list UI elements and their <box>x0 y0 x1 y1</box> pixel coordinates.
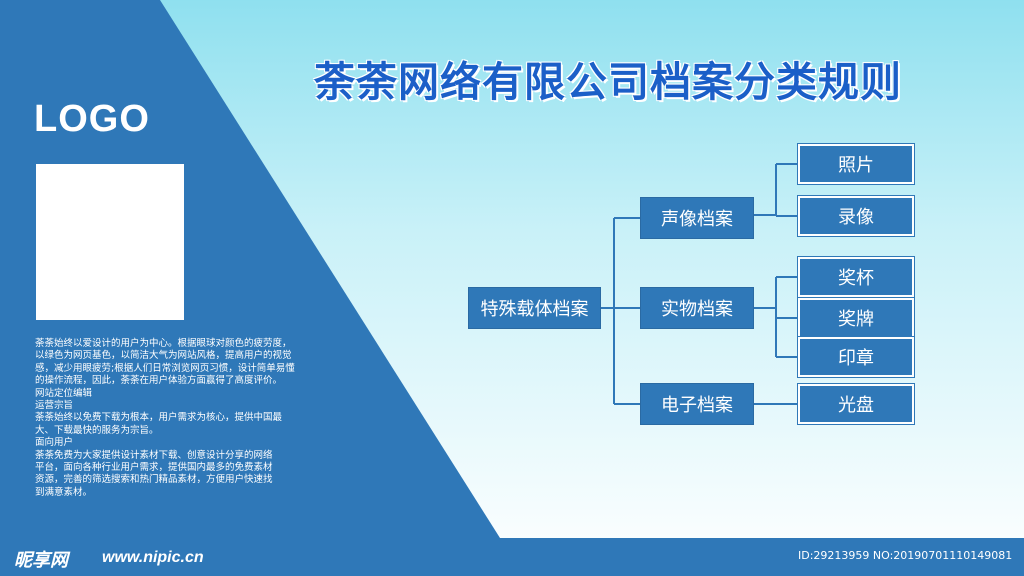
desc-line: 资源，完善的筛选搜索和热门精品素材，方便用户快速找 <box>35 474 273 486</box>
leaf-node-medal: 奖牌 <box>797 297 915 339</box>
leaf-node-seal: 印章 <box>797 336 915 378</box>
desc-line: 面向用户 <box>35 437 74 449</box>
watermark-site-name: 昵享网 <box>14 550 68 571</box>
desc-line: 网站定位编辑 <box>35 387 93 399</box>
branch-node-audiovisual: 声像档案 <box>640 197 754 239</box>
desc-line: 荼荼始终以免费下载为根本，用户需求为核心，提供中国最 <box>35 412 283 424</box>
desc-line: 运营宗旨 <box>35 400 74 412</box>
page-title: 荼荼网络有限公司档案分类规则 <box>314 58 902 106</box>
desc-line: 感，减少用眼疲劳;根据人们日常浏览网页习惯，设计简单易懂 <box>35 362 295 374</box>
branch-node-electronic: 电子档案 <box>640 383 754 425</box>
watermark-url: www.nipic.cn <box>102 549 204 566</box>
logo-text: LOGO <box>34 98 150 140</box>
photo-placeholder <box>36 164 184 320</box>
desc-line: 到满意素材。 <box>35 486 93 498</box>
desc-line: 荼荼始终以爱设计的用户为中心。根据眼球对颜色的疲劳度， <box>35 338 292 349</box>
branch-node-physical: 实物档案 <box>640 287 754 329</box>
desc-line: 大、下载最快的服务为宗旨。 <box>35 424 159 436</box>
watermark-id: ID:29213959 NO:20190701110149081 <box>798 549 1013 562</box>
leaf-node-disc: 光盘 <box>797 383 915 425</box>
company-description: 荼荼始终以爱设计的用户为中心。根据眼球对颜色的疲劳度， 以绿色为网页基色，以简洁… <box>35 338 335 499</box>
leaf-node-photo: 照片 <box>797 143 915 185</box>
desc-line: 平台，面向各种行业用户需求，提供国内最多的免费素材 <box>35 462 273 474</box>
desc-line: 以绿色为网页基色，以简洁大气为网站风格，提高用户的视觉 <box>35 350 292 362</box>
leaf-node-video: 录像 <box>797 195 915 237</box>
desc-line: 的操作流程，因此，荼荼在用户体验方面赢得了高度评价。 <box>35 375 283 387</box>
diagram-root-node: 特殊载体档案 <box>468 287 601 329</box>
bottom-bar <box>0 538 1024 576</box>
desc-line: 荼荼免费为大家提供设计素材下载、创意设计分享的网络 <box>35 449 273 461</box>
leaf-node-trophy: 奖杯 <box>797 256 915 298</box>
